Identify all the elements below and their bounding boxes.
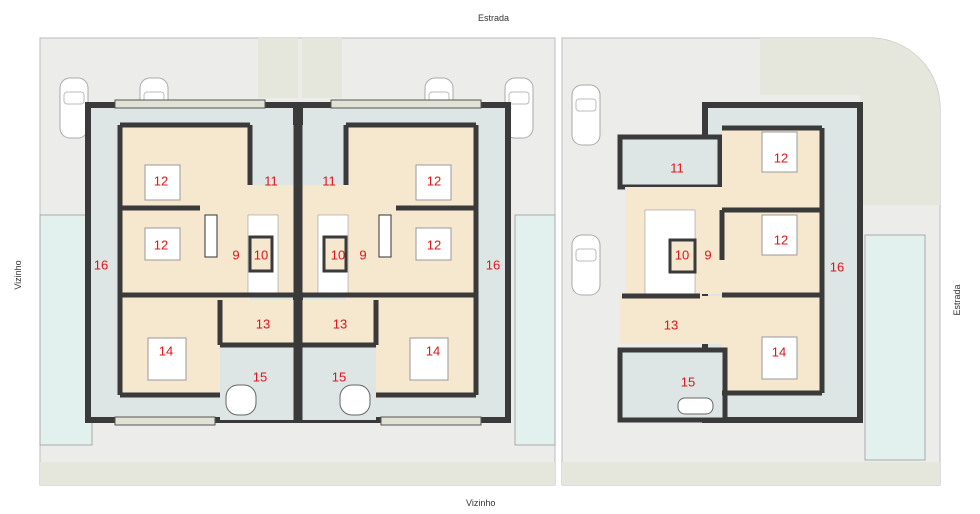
room-label: 13 [255, 316, 271, 332]
room-label: 14 [771, 344, 787, 360]
room-label: 12 [153, 237, 169, 253]
room-label: 12 [426, 237, 442, 253]
room-label: 16 [93, 257, 109, 273]
room-label: 15 [680, 374, 696, 390]
room-label: 12 [773, 150, 789, 166]
room-label: 10 [674, 247, 690, 263]
room-label: 13 [332, 316, 348, 332]
site-label-top: Estrada [478, 13, 510, 23]
room-label: 16 [485, 257, 501, 273]
room-label: 14 [425, 343, 441, 359]
room-label: 15 [331, 369, 347, 385]
room-label: 15 [252, 369, 268, 385]
site-label-right: Estrada [952, 284, 962, 316]
site-label-left: Vizinho [13, 260, 23, 290]
room-label: 9 [704, 247, 712, 263]
unit-c-plan [617, 102, 863, 423]
room-label: 10 [330, 247, 346, 263]
room-label: 12 [426, 173, 442, 189]
room-label: 10 [253, 247, 269, 263]
room-label: 9 [232, 247, 240, 263]
room-label: 11 [264, 173, 278, 189]
site-label-bottom: Vizinho [466, 498, 496, 508]
room-label: 12 [153, 173, 169, 189]
room-label: 9 [359, 247, 367, 263]
room-label: 12 [773, 232, 789, 248]
room-label: 11 [670, 160, 684, 176]
room-label: 14 [158, 343, 174, 359]
room-label: 16 [829, 259, 845, 275]
room-label: 13 [663, 317, 679, 333]
room-label: 11 [322, 173, 336, 189]
